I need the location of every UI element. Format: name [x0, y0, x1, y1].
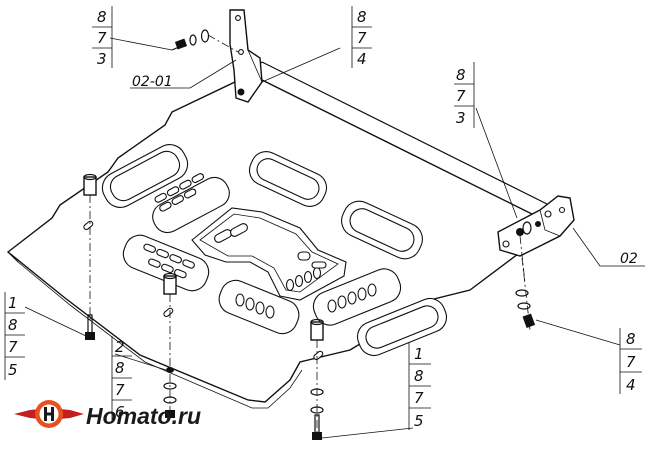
svg-text:1: 1: [414, 345, 424, 363]
callout-center-lower: 1 8 7 5: [408, 342, 431, 430]
svg-text:3: 3: [456, 109, 466, 127]
svg-text:7: 7: [456, 87, 466, 105]
svg-text:7: 7: [115, 381, 125, 399]
svg-text:1: 1: [8, 294, 18, 312]
svg-text:2: 2: [115, 338, 125, 356]
slot-rows: [143, 173, 377, 319]
label-bracket-02: 02: [620, 251, 638, 267]
callout-left-lower: 1 8 7 5: [4, 292, 25, 380]
svg-text:8: 8: [626, 330, 636, 348]
svg-text:8: 8: [8, 316, 18, 334]
top-left-fastener: [171, 29, 239, 53]
callout-top-left: 8 7 3: [92, 6, 113, 68]
svg-text:6: 6: [115, 403, 125, 421]
svg-text:7: 7: [626, 353, 636, 371]
skid-plate: [6, 61, 556, 409]
bracket-02-01: [229, 9, 263, 103]
logo-text: Homato.ru: [86, 403, 201, 429]
svg-text:5: 5: [8, 361, 18, 379]
callout-right-lower: 8 7 4: [619, 328, 642, 394]
svg-text:8: 8: [97, 8, 107, 26]
callout-top-center: 8 7 4: [351, 6, 372, 68]
label-bracket-02-01: 02-01: [132, 74, 173, 90]
svg-text:4: 4: [357, 50, 367, 68]
bolt-stack-mid: [163, 272, 177, 420]
svg-text:8: 8: [357, 8, 367, 26]
svg-text:5: 5: [414, 412, 424, 430]
svg-text:3: 3: [97, 50, 107, 68]
callout-mid-lower: 2 8 7 6: [111, 336, 132, 421]
svg-text:7: 7: [357, 29, 367, 47]
bolt-stack-left: [83, 173, 97, 340]
svg-text:7: 7: [414, 389, 424, 407]
svg-text:4: 4: [626, 376, 636, 394]
svg-text:7: 7: [8, 338, 18, 356]
leader-lines: [24, 37, 645, 439]
svg-text:8: 8: [414, 367, 424, 385]
callout-right-upper: 8 7 3: [454, 62, 475, 128]
svg-text:8: 8: [115, 359, 125, 377]
brand-logo: Homato.ru: [14, 400, 201, 429]
bolt-stack-right: [515, 257, 536, 331]
svg-text:7: 7: [97, 29, 107, 47]
bolt-stack-center: [310, 318, 324, 440]
logo-emblem: [14, 400, 84, 428]
svg-text:8: 8: [456, 66, 466, 84]
